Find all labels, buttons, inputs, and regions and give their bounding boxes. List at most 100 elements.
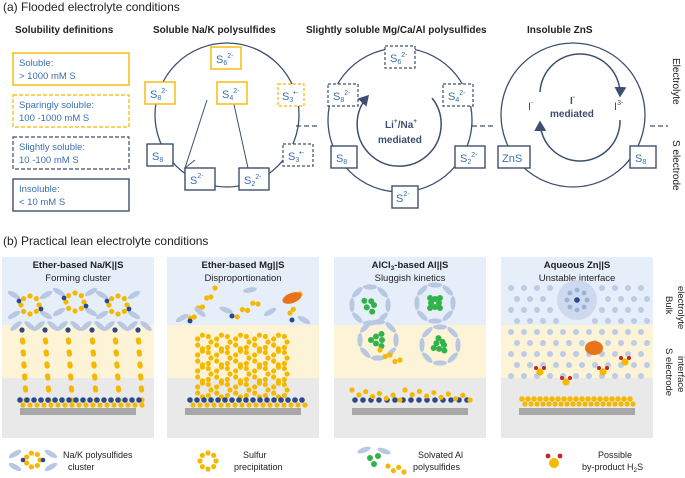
panel-title: Aqueous Zn||S — [544, 260, 611, 271]
solvent-molecule — [39, 310, 53, 320]
water-molecule — [553, 318, 559, 324]
legend-b-2-l2: precipitation — [234, 462, 283, 472]
sulfur-atom — [69, 387, 75, 393]
section-a-title: (a) Flooded electrolyte conditions — [3, 0, 180, 14]
sulfur-atom — [199, 464, 205, 470]
water-molecule — [521, 351, 527, 357]
sulfur-atom — [284, 387, 290, 393]
sulfur-atom — [275, 348, 282, 354]
sulfur-atom — [274, 402, 280, 408]
sulfur-atom — [113, 339, 119, 345]
al-species — [436, 345, 443, 352]
sulfur-atom — [90, 339, 96, 345]
sulfur-atom — [243, 376, 249, 383]
sulfur-atom — [21, 363, 27, 369]
solvent-molecule — [7, 290, 21, 300]
electrode-substrate — [185, 408, 301, 415]
metal-ion — [42, 327, 48, 333]
electrode-substrate — [352, 408, 468, 415]
solvent-molecule — [371, 355, 385, 361]
solubility-legend: Soluble: > 1000 mM S Sparingly soluble: … — [12, 52, 130, 212]
solvent-molecule — [44, 462, 58, 472]
zn-ion — [574, 297, 580, 303]
solvent-molecule — [52, 287, 66, 297]
legend-b-2-l1: Sulfur — [243, 450, 267, 460]
metal-ion — [187, 397, 193, 403]
sulfur-atom — [224, 381, 230, 388]
solvent-molecule — [359, 347, 371, 359]
water-molecule — [605, 340, 611, 346]
section-b-title: (b) Practical lean electrolyte condition… — [3, 234, 208, 248]
water-molecule — [631, 318, 637, 324]
species-s4-label: S42- — [222, 88, 240, 102]
sulfur-atom — [576, 401, 582, 407]
sulfur-atom — [233, 374, 239, 380]
metal-ion — [208, 397, 214, 403]
h2s-hydrogen — [568, 376, 572, 380]
sulfur-atom — [81, 299, 87, 305]
sulfur-atom — [585, 396, 591, 402]
al-species — [436, 300, 442, 306]
interface-region — [2, 325, 154, 378]
water-molecule — [579, 362, 585, 368]
metal-ion — [89, 327, 95, 333]
sulfur-atom — [205, 349, 211, 356]
legend-b-1-l2: cluster — [68, 462, 95, 472]
sulfur-atom — [214, 342, 220, 348]
h2s-hydrogen — [627, 356, 631, 360]
sulfur-atom — [256, 364, 263, 370]
metal-ion — [80, 397, 86, 403]
solvent-molecule — [421, 326, 433, 338]
metal-ion — [416, 397, 422, 403]
al-species — [432, 296, 438, 302]
side-label-iface-2: interface — [675, 356, 685, 392]
metal-ion — [129, 397, 135, 403]
sulfur-atom — [195, 358, 201, 364]
sulfur-atom — [224, 365, 230, 372]
sulfur-atom — [424, 393, 430, 399]
disprop-line-right — [232, 99, 249, 169]
water-molecule — [547, 285, 553, 291]
sulfur-atom — [205, 344, 211, 351]
sulfur-atom — [452, 396, 459, 402]
water-molecule — [573, 373, 579, 379]
water-molecule — [547, 329, 553, 335]
sulfur-atom — [211, 464, 217, 470]
sulfur-atom — [225, 402, 231, 408]
sulfur-atom — [45, 375, 51, 381]
sulfur-atom — [460, 392, 466, 398]
species-s2-slight-box — [454, 145, 486, 169]
sulfur-atom — [214, 358, 220, 364]
sulfur-atom — [139, 387, 145, 393]
solvent-molecule — [56, 321, 68, 331]
sulfur-atom — [199, 332, 206, 338]
water-molecule — [521, 329, 527, 335]
sulfur-atom — [445, 391, 451, 397]
sulfur-atom — [24, 454, 30, 460]
solvent-molecule — [175, 313, 189, 323]
sulfur-atom — [199, 364, 206, 370]
metal-ion — [104, 298, 110, 304]
water-molecule — [625, 329, 631, 335]
al-species — [432, 304, 438, 310]
metal-ion — [101, 397, 107, 403]
i-mediated-ion: I- — [570, 94, 575, 107]
sulfur-atom — [349, 387, 355, 393]
metal-ion — [108, 397, 114, 403]
solvent-molecule — [95, 290, 109, 300]
sulfur-atom — [243, 381, 249, 388]
legend-sparingly-box — [12, 94, 130, 128]
sulfur-atom — [33, 308, 39, 314]
sulfur-atom — [137, 363, 143, 369]
sulfur-atom — [205, 376, 211, 383]
sulfur-atom — [132, 402, 138, 408]
sulfur-atom — [211, 402, 217, 408]
metal-ion — [289, 317, 295, 323]
sulfur-atom — [214, 390, 220, 396]
sulfur-atom — [252, 358, 258, 364]
metal-ion — [250, 397, 256, 403]
water-molecule — [527, 362, 533, 368]
sulfur-atom — [252, 384, 258, 390]
solvent-molecule — [10, 321, 22, 331]
sulfur-atom — [115, 293, 121, 299]
